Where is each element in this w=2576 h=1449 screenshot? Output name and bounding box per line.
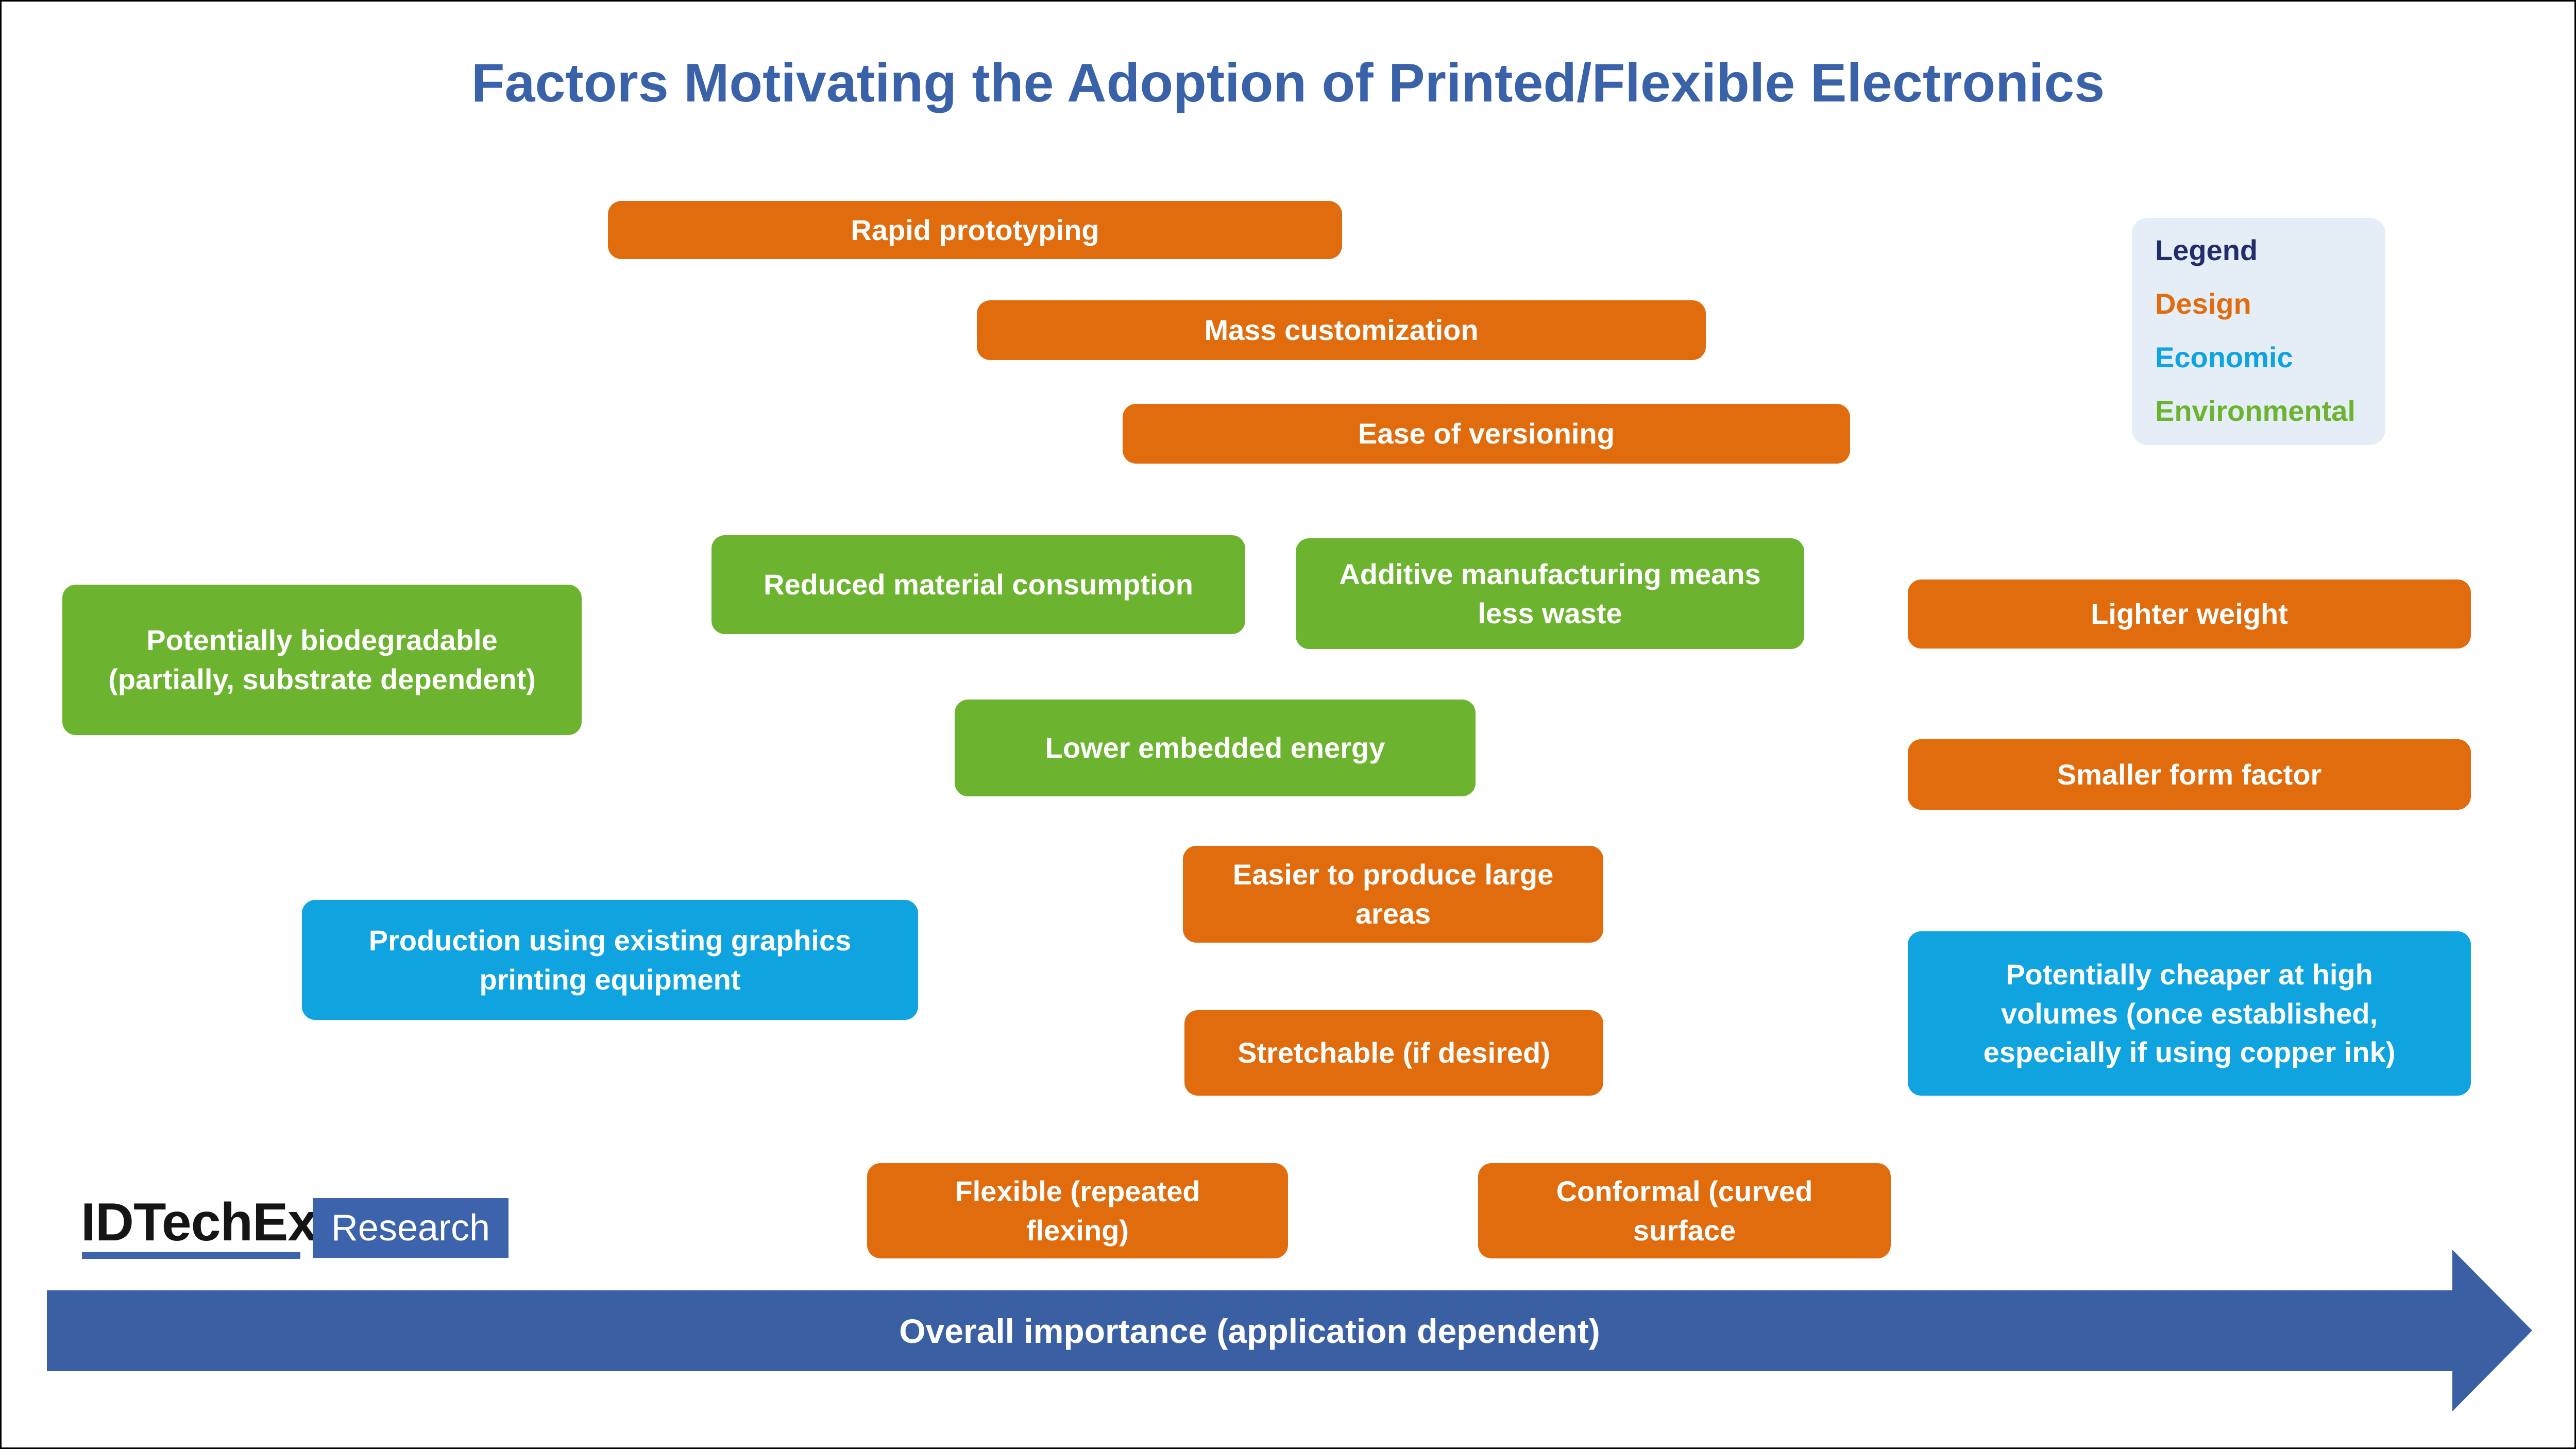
factor-label: printing equipment — [479, 963, 741, 996]
idtechex-logo-wordmark: IDTechEx — [81, 1192, 317, 1252]
factor-box-large-areas: Easier to produce large areas — [1183, 846, 1603, 943]
factor-label: Stretchable (if desired) — [1238, 1036, 1550, 1069]
factor-label: Reduced material consumption — [764, 568, 1193, 601]
factor-label: Additive manufacturing means — [1339, 557, 1761, 590]
factor-label: areas — [1355, 897, 1431, 930]
factor-label: Mass customization — [1204, 314, 1479, 347]
idtechex-logo-underline — [82, 1252, 300, 1259]
factor-label: Conformal (curved — [1556, 1174, 1813, 1207]
importance-arrow: Overall importance (application dependen… — [47, 1290, 2452, 1371]
factor-box-stretchable: Stretchable (if desired) — [1184, 1010, 1603, 1096]
legend-title: Legend — [2155, 233, 2258, 266]
factor-label: Rapid prototyping — [851, 213, 1099, 246]
factor-box-ease-of-versioning: Ease of versioning — [1123, 404, 1850, 464]
legend-panel: Legend Design Economic Environmental — [2132, 218, 2385, 445]
factor-label: less waste — [1478, 596, 1622, 629]
factor-box-lighter-weight: Lighter weight — [1908, 579, 2471, 649]
factor-label: especially if using copper ink) — [1983, 1036, 2396, 1069]
factor-label: Potentially cheaper at high — [2006, 958, 2373, 991]
factor-label: flexing) — [1026, 1214, 1129, 1247]
factor-box-mass-customization: Mass customization — [977, 300, 1706, 360]
factor-label: Potentially biodegradable — [146, 624, 498, 657]
factor-box-potentially-biodegradable: Potentially biodegradable (partially, su… — [62, 585, 582, 735]
legend-item-design: Design — [2155, 287, 2251, 320]
importance-arrow-label: Overall importance (application dependen… — [899, 1311, 1600, 1350]
factor-box-additive-manufacturing: Additive manufacturing means less waste — [1296, 538, 1804, 649]
factor-label: surface — [1633, 1214, 1736, 1247]
factor-label: Smaller form factor — [2057, 758, 2322, 791]
page-title: Factors Motivating the Adoption of Print… — [471, 53, 2105, 113]
factor-label: volumes (once established, — [2001, 997, 2378, 1030]
factor-label: Ease of versioning — [1358, 417, 1615, 450]
idtechex-logo: IDTechEx Research — [81, 1192, 509, 1259]
factor-box-flexible: Flexible (repeated flexing) — [867, 1163, 1288, 1258]
importance-arrow-head-icon — [2452, 1250, 2532, 1411]
factor-box-conformal: Conformal (curved surface — [1478, 1163, 1891, 1258]
factor-label: (partially, substrate dependent) — [108, 663, 536, 695]
factor-box-lower-embedded-energy: Lower embedded energy — [955, 700, 1476, 796]
legend-item-economic: Economic — [2155, 340, 2293, 373]
factor-box-rapid-prototyping: Rapid prototyping — [608, 201, 1342, 259]
factor-label: Flexible (repeated — [955, 1174, 1200, 1207]
factor-label: Lighter weight — [2091, 598, 2288, 630]
factor-label: Easier to produce large — [1232, 858, 1554, 891]
idtechex-logo-research-badge: Research — [313, 1198, 509, 1258]
factor-box-smaller-form-factor: Smaller form factor — [1908, 739, 2471, 810]
legend-item-environmental: Environmental — [2155, 394, 2355, 427]
factor-label: Lower embedded energy — [1045, 731, 1385, 764]
factor-box-existing-graphics-equipment: Production using existing graphics print… — [302, 900, 918, 1020]
factor-box-cheaper-at-high-volumes: Potentially cheaper at high volumes (onc… — [1908, 931, 2471, 1096]
factor-label: Production using existing graphics — [368, 924, 852, 957]
factor-box-reduced-material-consumption: Reduced material consumption — [711, 535, 1245, 634]
